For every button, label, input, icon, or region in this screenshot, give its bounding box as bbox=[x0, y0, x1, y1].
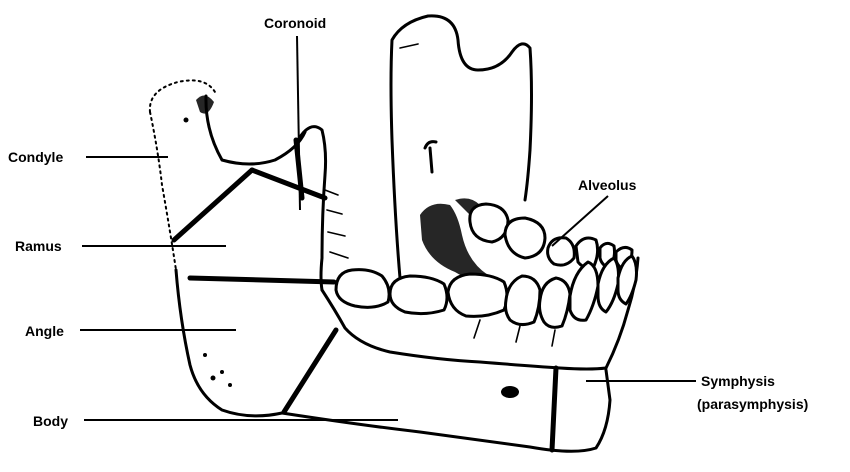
ramus-angle-line bbox=[190, 278, 334, 282]
label-angle: Angle bbox=[25, 323, 64, 339]
coronoid-base-line bbox=[252, 170, 325, 198]
opposite-condyle-mark bbox=[400, 44, 418, 48]
far-molar-1 bbox=[470, 204, 508, 242]
speck bbox=[203, 353, 207, 357]
label-parasymphysis: (parasymphysis) bbox=[697, 396, 808, 412]
leader-lines bbox=[80, 36, 696, 420]
body-symphysis-line bbox=[552, 368, 556, 450]
speck bbox=[211, 376, 216, 381]
canine bbox=[570, 262, 598, 320]
label-ramus: Ramus bbox=[15, 238, 62, 254]
molar-3 bbox=[336, 270, 389, 308]
coronoid-process bbox=[298, 127, 326, 290]
far-side-teeth bbox=[470, 204, 632, 270]
lingula bbox=[425, 142, 436, 172]
coronoid-shading bbox=[325, 190, 348, 258]
incisor-lateral bbox=[598, 258, 619, 312]
label-condyle: Condyle bbox=[8, 149, 63, 165]
far-premolar bbox=[548, 238, 575, 265]
mental-foramen bbox=[501, 386, 519, 398]
angle-body-line bbox=[284, 330, 336, 412]
label-symphysis: Symphysis bbox=[701, 373, 775, 389]
angle-border bbox=[176, 270, 282, 416]
speck bbox=[228, 383, 232, 387]
label-body: Body bbox=[33, 413, 68, 429]
molar-1 bbox=[448, 274, 507, 316]
sigmoid-notch bbox=[206, 96, 305, 164]
premolar-2 bbox=[506, 276, 541, 325]
speck bbox=[220, 370, 224, 374]
condyle-shadow bbox=[196, 95, 214, 113]
label-coronoid: Coronoid bbox=[264, 15, 326, 31]
inferior-border bbox=[282, 370, 610, 451]
condyle-ramus-line bbox=[174, 170, 252, 240]
speck bbox=[184, 118, 189, 123]
label-alveolus: Alveolus bbox=[578, 177, 637, 193]
labels: Coronoid Condyle Ramus Angle Body Alveol… bbox=[8, 15, 808, 429]
near-side-teeth bbox=[336, 256, 637, 346]
molar-2 bbox=[390, 276, 447, 314]
far-molar-2 bbox=[505, 218, 545, 258]
premolar-1 bbox=[540, 278, 571, 327]
alveolus-leader bbox=[552, 196, 608, 246]
